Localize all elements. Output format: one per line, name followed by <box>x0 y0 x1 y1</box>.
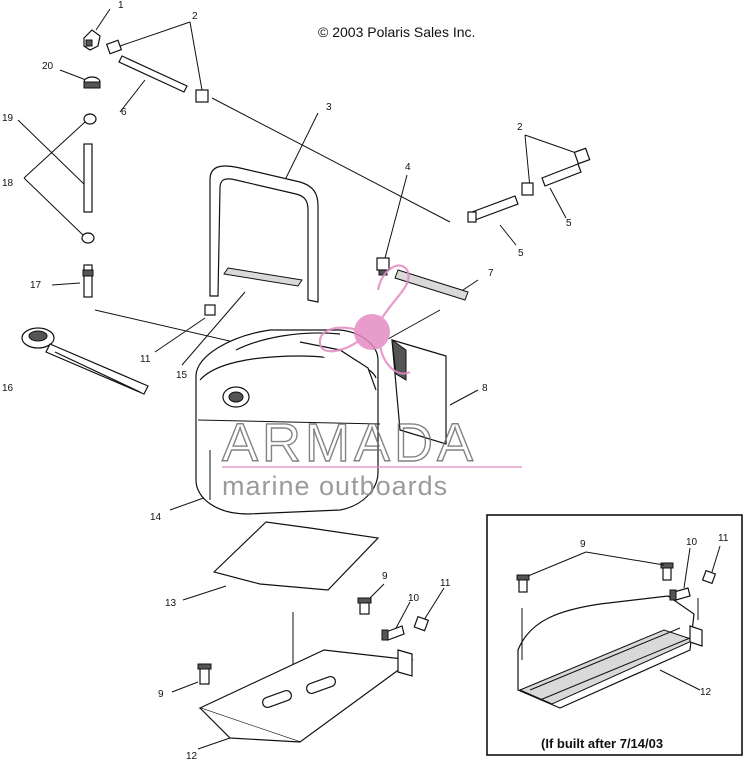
callout-3: 3 <box>326 102 332 113</box>
callout-18: 18 <box>2 178 14 189</box>
bolt-part-10 <box>381 625 405 641</box>
watermark-tagline: marine outboards <box>222 471 448 501</box>
inset-nut-part-11 <box>701 569 717 585</box>
callout-9: 9 <box>382 571 388 582</box>
fuel-hose-part-6 <box>118 55 188 93</box>
callout-4: 4 <box>405 162 411 173</box>
callout-8: 8 <box>482 383 488 394</box>
callout-6-right: 5 <box>518 248 524 259</box>
watermark-brand: ARMADA <box>222 413 477 473</box>
callout-20: 20 <box>42 61 54 72</box>
inset-panel: 9 10 11 12 (If built after 7/14/03 <box>486 514 743 756</box>
strip-part-7 <box>394 269 469 301</box>
fitting-part-17 <box>82 264 94 298</box>
fitting-part-1 <box>83 29 101 51</box>
callout-12: 12 <box>186 751 198 759</box>
inset-callout-12: 12 <box>700 687 712 698</box>
inset-callout-10: 10 <box>686 537 698 548</box>
hose-clamp-part-2 <box>105 39 591 196</box>
copyright-text: © 2003 Polaris Sales Inc. <box>318 24 475 40</box>
callout-10: 10 <box>408 593 420 604</box>
rollover-valve-part-4 <box>376 257 390 276</box>
bolt-part-9 <box>197 597 372 685</box>
inset-caption: (If built after 7/14/03 <box>541 736 663 751</box>
callout-13: 13 <box>165 598 177 609</box>
callout-19: 19 <box>2 113 14 124</box>
inset-leader-lines <box>527 545 721 691</box>
strap-pad-part-15 <box>223 267 303 287</box>
callout-11b: 11 <box>440 578 451 589</box>
watermark: ARMADA marine outboards <box>221 264 522 501</box>
callout-17: 17 <box>30 280 42 291</box>
callout-1: 1 <box>118 0 124 11</box>
clamp-part-20 <box>83 76 101 89</box>
inset-callout-9: 9 <box>580 539 586 550</box>
callout-5-right: 5 <box>566 218 572 229</box>
heat-shield-part-8 <box>391 338 447 445</box>
vent-tube-part-19 <box>81 113 97 244</box>
watermark-logo-mark <box>318 264 411 375</box>
tank-tray-part-12 <box>198 649 414 743</box>
callout-2: 2 <box>192 11 198 22</box>
callout-11: 11 <box>140 354 151 365</box>
inset-bolt-part-9 <box>516 562 674 593</box>
fuel-tank-part-14 <box>195 329 381 515</box>
fuel-sender-part-16 <box>21 327 149 395</box>
hose-part-5 <box>541 163 582 187</box>
nut-part-11 <box>204 304 216 316</box>
callout-labels: 1 2 20 6 19 18 17 3 2 4 5 5 7 8 11 15 16… <box>2 0 572 759</box>
inset-bolt-part-10 <box>669 587 691 601</box>
callout-2-right: 2 <box>517 122 523 133</box>
callout-9b: 9 <box>158 689 164 700</box>
callout-14: 14 <box>150 512 162 523</box>
nut-part-11b <box>413 615 430 632</box>
callout-16: 16 <box>2 383 14 394</box>
callout-6: 6 <box>121 107 127 118</box>
callout-7: 7 <box>488 268 494 279</box>
inset-tray-part-12 <box>517 595 703 709</box>
tank-pad-part-13 <box>212 521 380 591</box>
fuel-hose-part-6b <box>467 195 519 223</box>
inset-callout-11: 11 <box>718 533 729 544</box>
callout-15: 15 <box>176 370 188 381</box>
tank-strap-part-3 <box>209 165 319 303</box>
leader-lines <box>17 8 583 750</box>
